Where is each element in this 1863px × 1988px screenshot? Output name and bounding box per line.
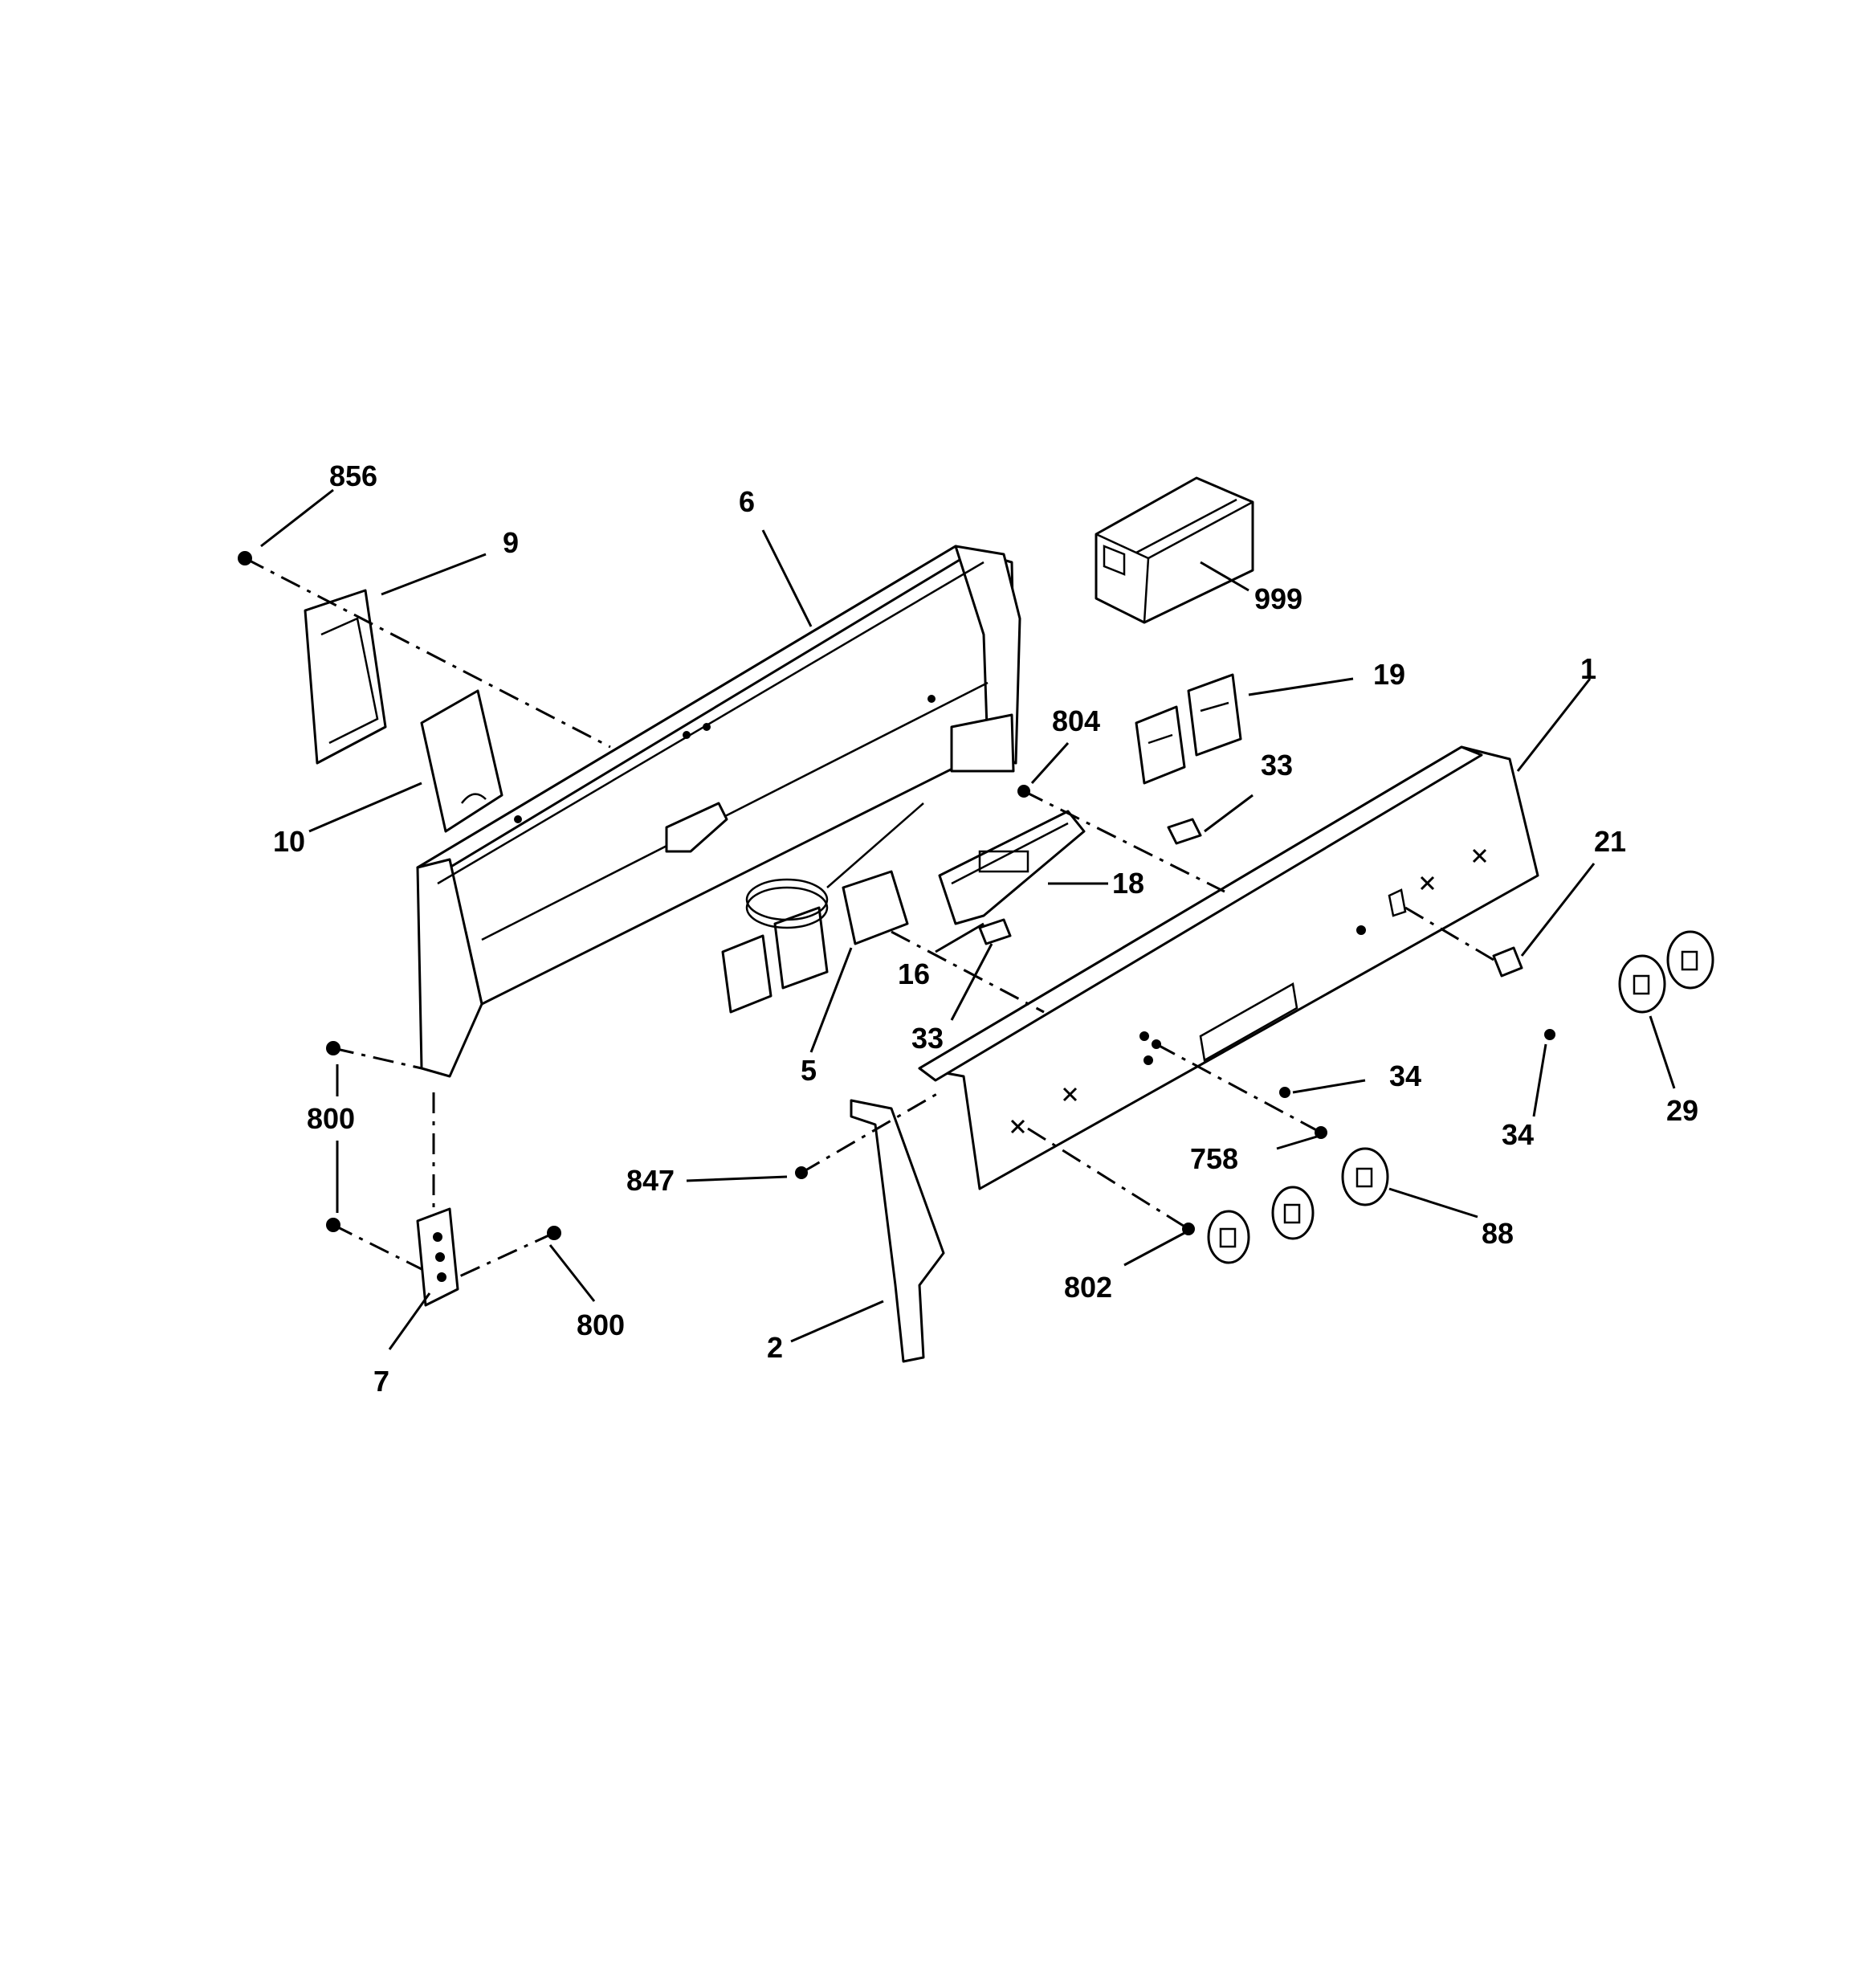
- part-1-control-panel: [918, 745, 1539, 1190]
- part-19-switches: [1135, 673, 1242, 785]
- callout-33-lower: 33: [911, 1022, 944, 1055]
- part-2-side-trim: [850, 1099, 945, 1363]
- callout-19: 19: [1373, 658, 1405, 691]
- callout-5: 5: [801, 1054, 817, 1087]
- callout-6: 6: [739, 485, 755, 518]
- callout-16: 16: [898, 957, 930, 990]
- callout-7: 7: [373, 1365, 389, 1398]
- callout-labels: 856 9 6 999 19 1 804 33 10 18 21 16 33 5…: [273, 459, 1698, 1398]
- callout-34-right: 34: [1502, 1118, 1534, 1151]
- callout-21: 21: [1594, 825, 1626, 858]
- callout-34-center: 34: [1389, 1059, 1421, 1092]
- callout-856: 856: [329, 459, 377, 492]
- callout-758: 758: [1190, 1142, 1238, 1175]
- callout-800-left: 800: [307, 1102, 355, 1135]
- callout-999: 999: [1254, 582, 1302, 615]
- knob-set-29: [1618, 930, 1714, 1014]
- knob-set-88: [1207, 1147, 1389, 1264]
- part-33-lower-switch: [978, 918, 1012, 945]
- callout-88: 88: [1482, 1217, 1514, 1250]
- part-10-bracket: [420, 689, 503, 833]
- part-21-lamp-holder: [1492, 946, 1523, 978]
- callout-847: 847: [626, 1164, 675, 1197]
- part-6-backguard-frame: [416, 545, 1021, 1078]
- assembly-lines: [244, 557, 1494, 1279]
- callout-802: 802: [1064, 1271, 1112, 1304]
- callout-9: 9: [503, 526, 519, 559]
- part-9-bracket: [304, 589, 387, 765]
- part-33-upper-switch: [1167, 818, 1202, 845]
- part-999-box: [1095, 476, 1254, 624]
- callout-33-upper: 33: [1261, 749, 1293, 782]
- callout-10: 10: [273, 825, 305, 858]
- callout-804: 804: [1052, 704, 1100, 737]
- callout-2: 2: [767, 1331, 783, 1364]
- callout-800-right: 800: [577, 1308, 625, 1341]
- part-7-bracket: [416, 1207, 459, 1307]
- callout-1: 1: [1580, 652, 1596, 685]
- part-18-control-board: [938, 810, 1086, 925]
- callout-29: 29: [1666, 1094, 1698, 1127]
- part-5-switch-assembly: [721, 802, 924, 1014]
- leader-lines: [260, 488, 1676, 1350]
- callout-18: 18: [1112, 867, 1144, 900]
